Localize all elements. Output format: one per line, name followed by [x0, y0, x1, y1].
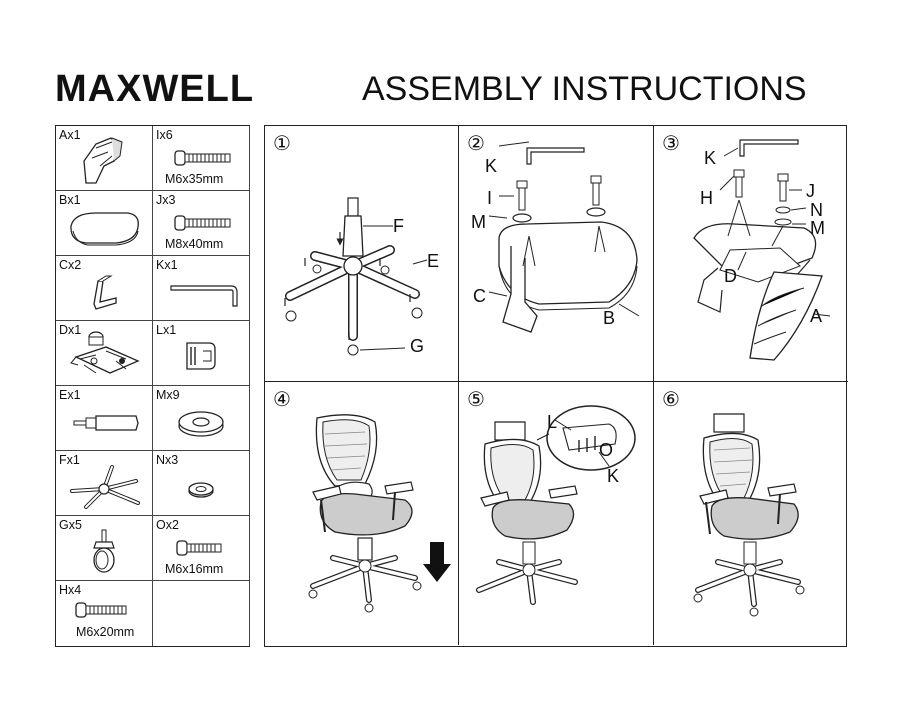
step-3-illustration: [693, 139, 831, 361]
callout-label: B: [603, 308, 616, 328]
part-spec: M6x16mm: [165, 562, 224, 576]
tilt-mechanism-icon: [70, 331, 140, 374]
part-cell-i: Ix6 M6x35mm: [153, 126, 250, 191]
callout-label: C: [473, 286, 486, 306]
part-cell-f: Fx1: [56, 451, 153, 516]
callout-label: H: [700, 188, 713, 208]
callout-label: K: [485, 156, 498, 176]
step-number: ③: [662, 131, 680, 155]
part-cell-n: Nx3: [153, 451, 250, 516]
step-number: ⑤: [467, 387, 485, 411]
part-label: Bx1: [59, 193, 81, 207]
step-6-panel: ⑥: [654, 382, 848, 645]
parts-list: Ax1 Ix6 M6x35mm Bx1 Jx3 M8x40mm: [55, 125, 250, 647]
part-cell-c: Cx2: [56, 256, 153, 321]
callout-label: G: [410, 336, 425, 356]
step-number: ①: [273, 131, 291, 155]
step-2-panel: ② K I M C B: [459, 126, 654, 382]
step-5-panel: ⑤ L O K: [459, 382, 654, 645]
part-label: Fx1: [59, 453, 80, 467]
part-spec: M6x20mm: [76, 625, 135, 639]
part-label: Mx9: [156, 388, 180, 402]
callout-label: D: [724, 266, 737, 286]
part-cell-k: Kx1: [153, 256, 250, 321]
step-5-illustration: [476, 405, 636, 605]
armrest-bracket-icon: [83, 137, 123, 184]
part-label: Ex1: [59, 388, 81, 402]
assembly-steps: ① F E G ②: [264, 125, 848, 647]
callout-label: F: [393, 216, 404, 236]
caster-icon: [93, 529, 115, 573]
callout-label: I: [487, 188, 493, 208]
part-cell-e: Ex1: [56, 386, 153, 451]
callout-label: L: [547, 412, 558, 432]
callout-label: K: [704, 148, 717, 168]
hex-key-icon: [170, 285, 238, 307]
step-6-illustration: [693, 413, 805, 617]
part-spec: M8x40mm: [165, 237, 224, 251]
part-label: Cx2: [59, 258, 82, 272]
step-number: ②: [467, 131, 485, 155]
step-4-panel: ④: [265, 382, 459, 645]
gas-lift-icon: [73, 415, 139, 431]
callout-label: O: [599, 440, 614, 460]
bolt-icon: [176, 540, 222, 556]
step-4-illustration: [308, 414, 451, 613]
part-cell-a: Ax1: [56, 126, 153, 191]
down-arrow-icon: [423, 542, 451, 582]
step-2-illustration: [488, 141, 640, 333]
callout-label: K: [607, 466, 620, 486]
part-cell-h: Hx4 M6x20mm: [56, 581, 153, 646]
step-1-illustration: [284, 197, 428, 356]
callout-label: N: [810, 200, 823, 220]
callout-label: A: [810, 306, 823, 326]
part-cell-empty: [153, 581, 250, 646]
part-label: Nx3: [156, 453, 179, 467]
part-cell-d: Dx1: [56, 321, 153, 386]
brand-name: MAXWELL: [55, 68, 255, 110]
bolt-icon: [75, 602, 127, 618]
callout-label: M: [471, 212, 486, 232]
headrest-clip-icon: [186, 342, 216, 370]
part-label: Ox2: [156, 518, 179, 532]
part-cell-o: Ox2 M6x16mm: [153, 516, 250, 581]
part-spec: M6x35mm: [165, 172, 224, 186]
seat-cushion-icon: [70, 212, 139, 246]
spring-washer-icon: [188, 482, 214, 498]
bolt-icon: [174, 150, 231, 166]
part-cell-g: Gx5: [56, 516, 153, 581]
bolt-icon: [174, 215, 231, 231]
part-label: Ax1: [59, 128, 81, 142]
callout-label: J: [806, 181, 815, 201]
part-cell-j: Jx3 M8x40mm: [153, 191, 250, 256]
part-label: Lx1: [156, 323, 177, 337]
part-label: Ix6: [156, 128, 173, 142]
part-label: Hx4: [59, 583, 82, 597]
washer-icon: [178, 411, 224, 437]
part-label: Gx5: [59, 518, 82, 532]
arm-mount-icon: [93, 275, 117, 310]
part-label: Kx1: [156, 258, 178, 272]
step-3-panel: ③ K H J N M D A: [654, 126, 848, 382]
part-cell-b: Bx1: [56, 191, 153, 256]
step-number: ⑥: [662, 387, 680, 411]
part-cell-m: Mx9: [153, 386, 250, 451]
callout-label: M: [810, 218, 825, 238]
document-title: ASSEMBLY INSTRUCTIONS: [362, 70, 807, 108]
callout-label: E: [427, 251, 440, 271]
star-base-icon: [70, 465, 140, 509]
step-1-panel: ① F E G: [265, 126, 459, 382]
part-label: Dx1: [59, 323, 82, 337]
part-cell-l: Lx1: [153, 321, 250, 386]
step-number: ④: [273, 387, 291, 411]
part-label: Jx3: [156, 193, 176, 207]
